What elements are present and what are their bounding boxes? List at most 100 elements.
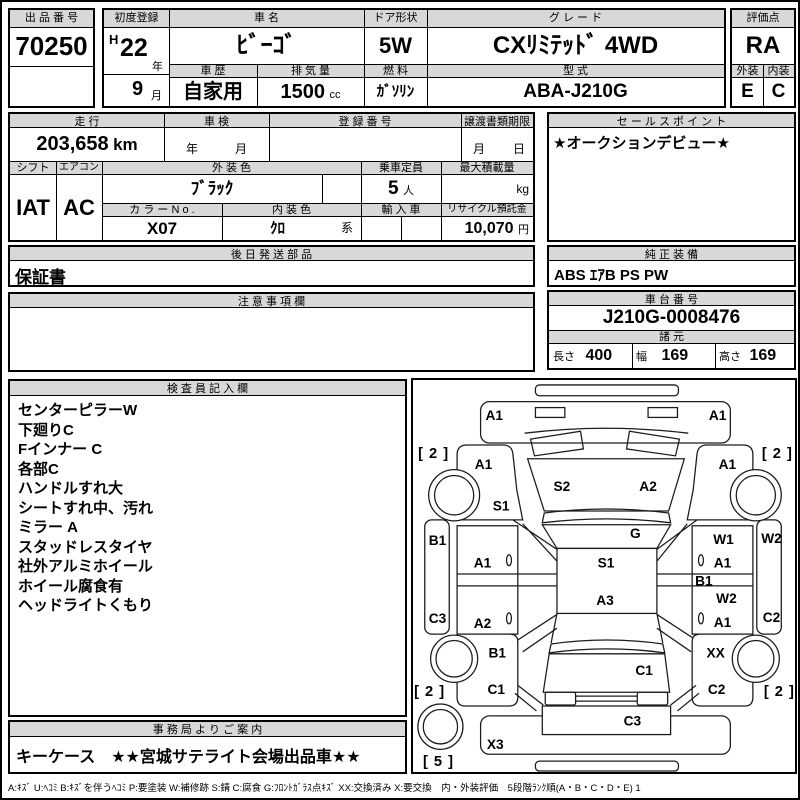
first-registration-label: 初度登録 — [104, 10, 169, 28]
width-label: 幅 — [636, 351, 647, 363]
inspector-note-line: シートすれ中、汚れ — [18, 499, 154, 517]
color-no-label: カ ラ ー N o . — [102, 203, 222, 217]
damage-marker: A1 — [474, 556, 492, 571]
damage-marker: C1 — [487, 682, 505, 697]
recycle-fee-cell: 10,070 円 — [441, 217, 529, 240]
capacity-number: 5 — [387, 178, 399, 199]
chassis-number: J210G-0008476 — [602, 307, 741, 328]
front-right-wheel-inner — [735, 474, 777, 516]
recycle-fee-unit: 円 — [518, 224, 529, 236]
aircon-value: AC — [63, 195, 95, 220]
office-label: 事 務 局 よ り ご 案 内 — [10, 722, 405, 737]
grille-line — [524, 427, 689, 434]
shift-value: IAT — [16, 195, 50, 220]
damage-marker: A1 — [719, 457, 737, 472]
int-color-value: ｸﾛ — [270, 220, 286, 237]
inspection-month-placeholder: 月 — [234, 142, 247, 156]
left-door-panel — [456, 525, 519, 635]
transfer-deadline-label: 譲渡書類期限 — [461, 114, 533, 128]
chassis-box: 車 台 番 号 J210G-0008476 諸 元 長さ 400 幅 169 高… — [547, 290, 796, 370]
inspection-label: 車 検 — [164, 114, 269, 128]
damage-marker: A1 — [709, 408, 727, 423]
score-label: 評価点 — [732, 10, 794, 28]
damage-marker: [ 2 ] — [762, 446, 793, 462]
lot-number-value: 70250 — [15, 31, 88, 61]
era-letter: H — [109, 32, 119, 47]
mileage-label: 走 行 — [10, 114, 164, 128]
exterior-grade-label: 外装 — [732, 64, 763, 78]
interior-grade-label: 内装 — [763, 64, 794, 78]
history-label: 車 歴 — [169, 64, 257, 78]
fuel-label: 燃 料 — [364, 64, 427, 78]
front-molding — [534, 384, 680, 397]
score-value: RA — [745, 32, 781, 59]
vehicle-header-box: 初度登録 車 名 ドア形状 グ レ ー ド H 22 年 9 月 ﾋﾞｰｺﾞ 5… — [102, 8, 726, 108]
int-color-cell: ｸﾛ 系 — [222, 217, 361, 240]
inspector-note-line: ホイール腐食有 — [18, 577, 124, 595]
inspector-label: 検 査 員 記 入 欄 — [10, 381, 405, 396]
int-color-label: 内 装 色 — [222, 203, 361, 217]
damage-marker: C2 — [708, 682, 726, 697]
equipment-text: ABS ｴｱB PS PW — [554, 267, 669, 284]
fuel-value: ｶﾞｿﾘﾝ — [376, 83, 415, 100]
headlight-right — [625, 430, 681, 457]
car-name-label: 車 名 — [169, 10, 364, 28]
sill-lines — [457, 573, 753, 587]
dimensions-label: 諸 元 — [549, 330, 794, 344]
damage-marker: A1 — [475, 457, 493, 472]
hood — [526, 458, 686, 512]
damage-marker: W2 — [716, 591, 737, 606]
sales-point-label: セ ー ル ス ポ イ ン ト — [549, 114, 794, 128]
door-handle — [505, 554, 513, 567]
damage-marker: A2 — [639, 479, 657, 494]
lot-number-label: 出 品 番 号 — [10, 10, 93, 28]
front-bumper-detail-left — [534, 406, 566, 419]
equipment-label: 純 正 装 備 — [549, 247, 794, 261]
rear-left-wheel — [429, 634, 479, 684]
door-handle — [505, 612, 513, 625]
first-registration-year-cell: H 22 年 — [106, 30, 166, 74]
later-parts-text: 保証書 — [15, 268, 66, 287]
left-a-pillar — [512, 519, 558, 562]
rear-pillar-lines — [550, 613, 664, 644]
inspector-note-line: センターピラーW — [18, 402, 138, 419]
damage-marker: A2 — [474, 616, 492, 631]
payload-unit: kg — [516, 182, 529, 196]
damage-marker: G — [630, 526, 641, 541]
rear-right-wheel-inner — [737, 639, 775, 678]
transfer-day-placeholder: 日 — [512, 142, 525, 156]
taillight-right — [636, 691, 669, 706]
sales-point-box: セ ー ル ス ポ イ ン ト ★オークションデビュー★ — [547, 112, 796, 242]
inspector-note-line: 各部C — [18, 460, 59, 478]
int-color-suffix: 系 — [340, 221, 353, 235]
capacity-value: 5 人 — [361, 175, 441, 203]
door-handle — [697, 612, 705, 625]
inspection-year-placeholder: 年 — [186, 142, 199, 156]
width-value: 169 — [661, 347, 689, 364]
left-rear-corner-lines — [514, 684, 544, 712]
later-parts-box: 後 日 発 送 部 品 保証書 — [8, 245, 535, 287]
grade-value: CXﾘﾐﾃｯﾄﾞ 4WD — [492, 32, 659, 59]
chassis-label: 車 台 番 号 — [549, 292, 794, 306]
lot-number-box: 出 品 番 号 70250 — [8, 8, 95, 108]
displacement-number: 1500 — [280, 81, 326, 103]
damage-marker: [ 5 ] — [423, 754, 454, 770]
right-c-pillar — [656, 613, 697, 653]
office-text: キーケース ★★宮城サテライト会場出品車★★ — [16, 749, 361, 766]
transfer-month-placeholder: 月 — [473, 142, 486, 156]
damage-marker: W2 — [761, 531, 782, 546]
damage-marker: C2 — [763, 610, 781, 625]
displacement-value: 1500 cc — [257, 78, 364, 106]
recycle-label: リサイクル預託金 — [441, 203, 533, 217]
displacement-label: 排 気 量 — [257, 64, 364, 78]
damage-marker: [ 2 ] — [414, 684, 445, 700]
damage-marker: B1 — [488, 645, 506, 660]
damage-marker: [ 2 ] — [418, 446, 449, 462]
shift-label: シフト — [10, 161, 56, 175]
front-bumper — [479, 401, 731, 444]
front-left-wheel-inner — [433, 474, 475, 516]
